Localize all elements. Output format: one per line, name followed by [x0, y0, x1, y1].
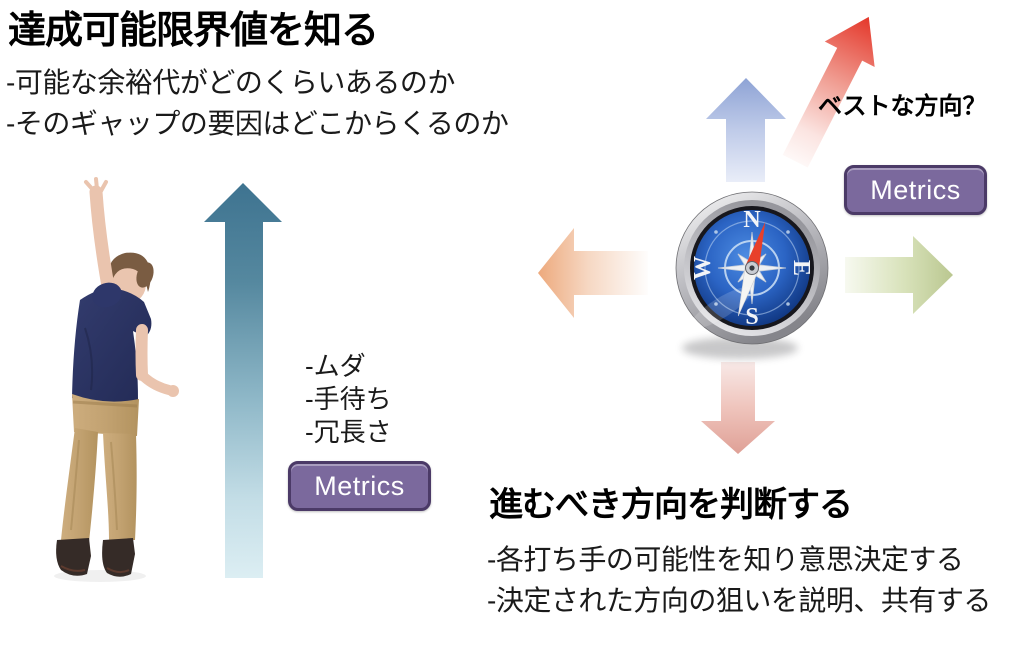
gap-list: -ムダ -手待ち -冗長さ	[305, 350, 392, 449]
compass-south-label: S	[745, 304, 758, 330]
right-arrow-icon	[845, 236, 953, 314]
gap-list-item: -冗長さ	[305, 417, 392, 447]
reaching-boy-photo	[54, 177, 179, 582]
left-title: 達成可能限界値を知る	[8, 10, 379, 52]
gap-list-item: -手待ち	[305, 384, 392, 414]
compass-north-label: N	[743, 207, 761, 233]
right-title: 進むべき方向を判断する	[489, 486, 853, 524]
right-bullet-2: -決定された方向の狙いを説明、共有する	[487, 585, 991, 616]
best-direction-label: ベストな方向？	[818, 93, 987, 120]
right-bullet-1: -各打ち手の可能性を知り意思決定する	[487, 544, 964, 575]
metrics-badge-left: Metrics	[288, 461, 431, 511]
metrics-badge-left-label: Metrics	[314, 470, 405, 501]
compass-west-label: W	[690, 256, 716, 280]
left-bullet-2: -そのギャップの要因はどこからくるのか	[6, 108, 509, 139]
down-arrow-icon	[701, 362, 775, 454]
compass-icon: N E S W	[675, 191, 829, 359]
best-direction-arrow-icon	[782, 16, 875, 168]
up-arrow-icon	[706, 78, 786, 182]
growth-arrow-icon	[204, 183, 282, 578]
left-bullet-1: -可能な余裕代がどのくらいあるのか	[6, 67, 455, 98]
metrics-badge-right-label: Metrics	[870, 174, 961, 205]
left-arrow-icon	[538, 228, 648, 318]
gap-list-item: -ムダ	[305, 351, 366, 381]
compass-east-label: E	[788, 260, 814, 276]
metrics-badge-right: Metrics	[844, 165, 987, 215]
